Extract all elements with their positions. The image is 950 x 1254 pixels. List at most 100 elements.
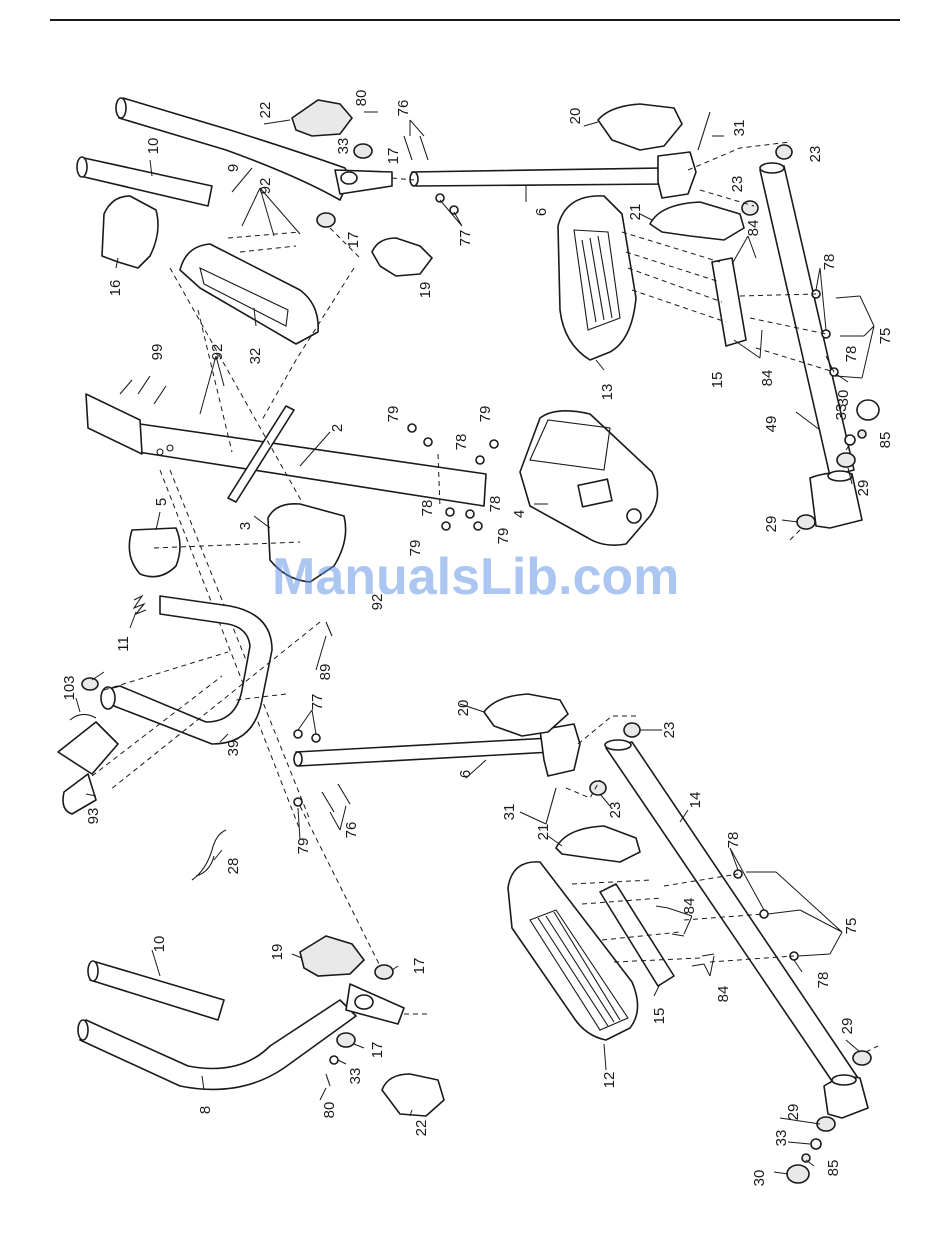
callout-16: 16 (107, 280, 124, 297)
part-85-lower-bolt (802, 1154, 810, 1162)
callout-4: 4 (511, 510, 528, 518)
callout-78b: 78 (419, 500, 436, 517)
callout-84c: 84 (681, 898, 698, 915)
callout-30b: 30 (751, 1170, 768, 1187)
callout-29c: 29 (839, 1018, 856, 1035)
part-16-shroud (102, 196, 158, 268)
callout-22b: 22 (413, 1120, 430, 1137)
callout-49: 49 (763, 416, 780, 433)
part-79-bolt-a (408, 424, 416, 432)
part-29-lower-bushing-a (853, 1051, 871, 1065)
part-13-upper-pedal (558, 196, 636, 360)
part-17-bushing-b (354, 144, 372, 158)
callout-10b: 10 (151, 936, 168, 953)
callout-29b: 29 (763, 516, 780, 533)
part-19-upper-cover (372, 238, 432, 276)
callout-28: 28 (225, 858, 242, 875)
part-78-washer-upper-b (822, 330, 830, 338)
callout-75b: 75 (843, 918, 860, 935)
callout-76a: 76 (395, 100, 412, 117)
part-29-upper-bushing-a (837, 453, 855, 467)
part-29-upper-bushing-b (797, 515, 815, 529)
part-39-front-frame (101, 596, 272, 744)
part-10-upper-grip (77, 157, 212, 206)
callout-78g: 78 (815, 972, 832, 989)
callout-labels: 2 3 4 5 6 6 8 9 10 10 11 12 13 14 15 15 … (61, 90, 894, 1187)
callout-21a: 21 (627, 204, 644, 221)
callout-17b: 17 (385, 148, 402, 165)
callout-11: 11 (115, 636, 132, 652)
callout-17c: 17 (411, 958, 428, 975)
part-77-nut-lower-b (312, 734, 320, 742)
callout-39: 39 (225, 740, 242, 757)
callout-79e: 79 (295, 838, 312, 855)
callout-21b: 21 (535, 824, 552, 841)
callout-23d: 23 (607, 802, 624, 819)
part-17-bushing-c (375, 965, 393, 979)
callout-33b: 33 (833, 404, 850, 421)
part-78-washer-lower-b (760, 910, 768, 918)
callout-29d: 29 (785, 1104, 802, 1121)
callout-92c: 92 (369, 594, 386, 611)
callout-23c: 23 (661, 722, 678, 739)
part-79-bolt-c (442, 522, 450, 530)
part-19-lower-cover (300, 936, 364, 976)
callout-9: 9 (225, 164, 242, 172)
callout-33a: 33 (335, 138, 352, 155)
callout-8: 8 (197, 1106, 214, 1114)
part-49-upper-pedal-arm (760, 163, 862, 528)
callout-93: 93 (85, 808, 102, 825)
part-30-lower-end-cap (787, 1165, 809, 1183)
callout-20a: 20 (567, 108, 584, 125)
callout-80b: 80 (321, 1102, 338, 1119)
part-77-nut-upper-a (436, 194, 444, 202)
callout-12: 12 (601, 1072, 618, 1089)
callout-79d: 79 (495, 528, 512, 545)
callout-19a: 19 (417, 282, 434, 299)
callout-20b: 20 (455, 700, 472, 717)
part-33-lower-washer-left (330, 1056, 338, 1064)
part-93-holder (58, 722, 118, 814)
part-79-bolt-b (490, 440, 498, 448)
callout-31a: 31 (731, 120, 748, 137)
part-99-bolts (120, 376, 166, 404)
callout-85b: 85 (825, 1160, 842, 1177)
watermark: ManualsLib.com (272, 548, 679, 606)
part-21-upper-pedal-arm-cover (650, 202, 744, 240)
callout-17a: 17 (345, 232, 362, 249)
callout-78e: 78 (843, 346, 860, 363)
part-89-bolt (326, 622, 332, 636)
part-33-upper-washer (845, 435, 855, 445)
part-79-bolt-d (474, 522, 482, 530)
callout-79c: 79 (407, 540, 424, 557)
callout-19b: 19 (269, 944, 286, 961)
part-33-lower-washer-right (811, 1139, 821, 1149)
callout-15b: 15 (651, 1008, 668, 1025)
callout-17d: 17 (369, 1042, 386, 1059)
part-22-lower-cover (382, 1074, 444, 1116)
part-11-spring (134, 596, 146, 614)
part-78-washer-b (476, 456, 484, 464)
part-78-washer-d (466, 510, 474, 518)
part-6-upper-upright (410, 152, 696, 198)
part-10-lower-grip (88, 961, 224, 1020)
part-77-nut-lower-a (294, 730, 302, 738)
callout-33c: 33 (347, 1068, 364, 1085)
callout-84d: 84 (715, 986, 732, 1003)
part-30-upper-end-cap (857, 400, 879, 420)
callout-23a: 23 (807, 146, 824, 163)
part-17-bushing-d (337, 1033, 355, 1047)
callout-78c: 78 (487, 496, 504, 513)
callout-103: 103 (61, 675, 78, 700)
callout-78a: 78 (453, 434, 470, 451)
callout-32: 32 (247, 348, 264, 365)
part-23-upper-bushing-a (776, 145, 792, 159)
callout-79b: 79 (477, 406, 494, 423)
part-103-cap (82, 678, 98, 690)
part-80-lower-bolt (326, 1074, 330, 1086)
callout-6b: 6 (457, 770, 474, 778)
callout-77a: 77 (457, 230, 474, 247)
callout-78d: 78 (821, 254, 838, 271)
callout-3: 3 (237, 522, 254, 530)
callout-10a: 10 (145, 138, 162, 155)
